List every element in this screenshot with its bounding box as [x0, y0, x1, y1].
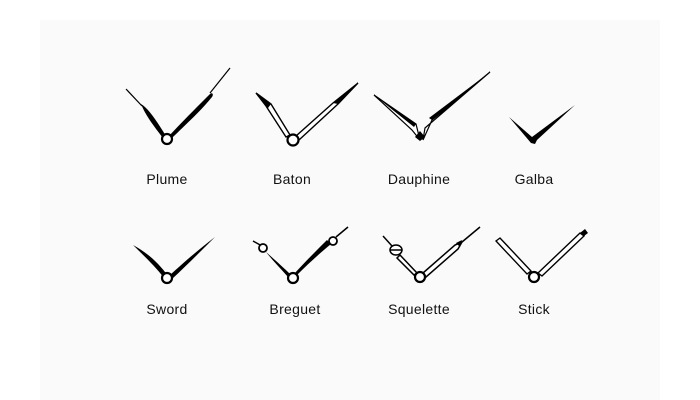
label-baton: Baton: [272, 171, 312, 187]
label-plume: Plume: [146, 171, 188, 187]
label-stick: Stick: [518, 301, 550, 317]
label-breguet: Breguet: [269, 301, 321, 317]
label-squelette: Squelette: [388, 301, 450, 317]
label-sword: Sword: [146, 301, 188, 317]
background-panel: [40, 20, 660, 400]
label-dauphine: Dauphine: [387, 171, 451, 187]
label-galba: Galba: [514, 171, 554, 187]
